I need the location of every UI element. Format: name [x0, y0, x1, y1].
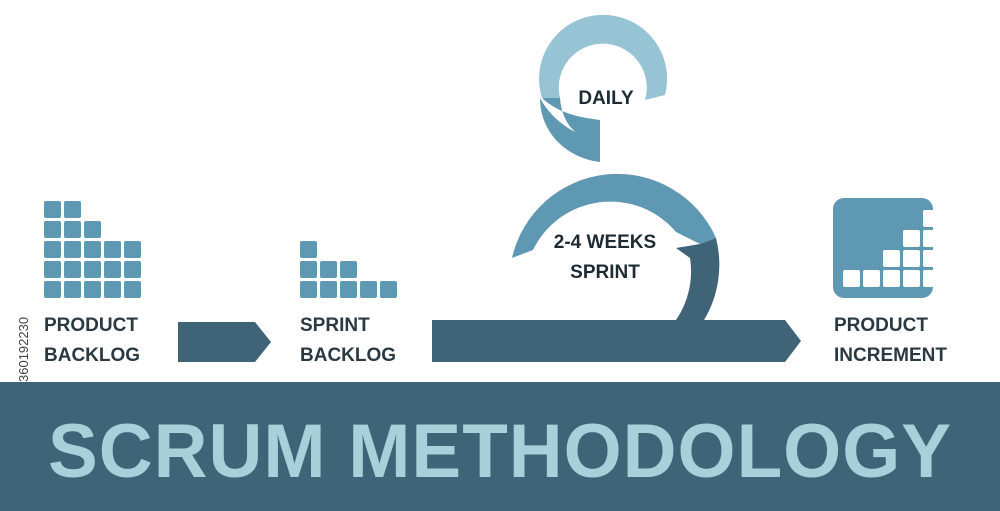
backlog-block — [64, 221, 81, 238]
backlog-block — [44, 281, 61, 298]
backlog-block — [104, 281, 121, 298]
backlog-block — [44, 241, 61, 258]
page-title: SCRUM METHODOLOGY — [48, 409, 952, 494]
backlog-block — [84, 241, 101, 258]
sprint-backlog-icon — [300, 241, 397, 298]
backlog-block — [64, 261, 81, 278]
backlog-block — [64, 281, 81, 298]
sprint-block — [300, 241, 317, 258]
sprint-block — [380, 281, 397, 298]
side-id-text: 360192230 — [16, 317, 31, 382]
backlog-block — [84, 281, 101, 298]
backlog-block — [124, 281, 141, 298]
daily-connector — [542, 98, 600, 142]
backlog-block — [64, 241, 81, 258]
sprint-block — [300, 281, 317, 298]
sprint-block — [360, 281, 377, 298]
sprint-label-line2: SPRINT — [570, 262, 640, 283]
product-backlog-label-line1: PRODUCT — [44, 315, 138, 336]
increment-block — [903, 230, 920, 247]
sprint-backlog-label-line1: SPRINT — [300, 315, 370, 336]
sprint-block — [340, 261, 357, 278]
backlog-block — [64, 201, 81, 218]
increment-block — [923, 250, 940, 267]
sprint-block — [320, 261, 337, 278]
product-increment-icon — [843, 210, 940, 287]
daily-label: DAILY — [578, 88, 634, 109]
daily-loop-arc — [539, 14, 668, 100]
increment-block — [843, 270, 860, 287]
backlog-block — [124, 261, 141, 278]
backlog-block — [84, 221, 101, 238]
increment-block — [923, 210, 940, 227]
sprint-loop-lower-arc — [676, 238, 720, 320]
sprint-block — [340, 281, 357, 298]
backlog-block — [104, 241, 121, 258]
backlog-block — [44, 201, 61, 218]
product-backlog-icon — [44, 201, 141, 298]
increment-block — [883, 270, 900, 287]
product-increment-label-line1: PRODUCT — [834, 315, 928, 336]
increment-block — [903, 270, 920, 287]
product-increment-label-line2: INCREMENT — [834, 345, 947, 366]
backlog-block — [44, 261, 61, 278]
sprint-block — [300, 261, 317, 278]
title-banner — [0, 382, 1000, 511]
arrow-to-product-increment — [432, 320, 801, 362]
increment-block — [923, 270, 940, 287]
increment-block — [923, 230, 940, 247]
backlog-block — [44, 221, 61, 238]
increment-block — [903, 250, 920, 267]
increment-block — [863, 270, 880, 287]
arrow-to-sprint-backlog — [178, 322, 271, 362]
backlog-block — [84, 261, 101, 278]
increment-block — [883, 250, 900, 267]
sprint-label-line1: 2-4 WEEKS — [554, 232, 656, 253]
backlog-block — [124, 241, 141, 258]
product-backlog-label-line2: BACKLOG — [44, 345, 140, 366]
backlog-block — [104, 261, 121, 278]
sprint-loop-upper-arc — [512, 98, 716, 258]
sprint-backlog-label-line2: BACKLOG — [300, 345, 396, 366]
sprint-block — [320, 281, 337, 298]
